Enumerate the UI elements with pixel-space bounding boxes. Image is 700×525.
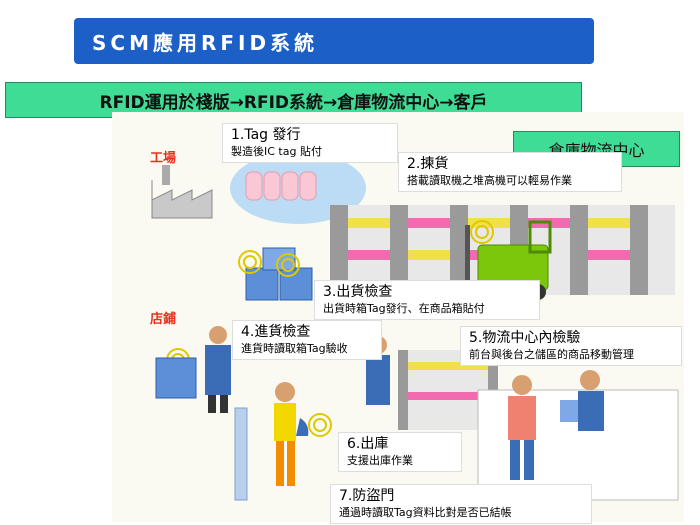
step-5-desc: 前台與後台之儲區的商品移動管理 — [469, 347, 634, 361]
inspection-counter — [477, 370, 679, 501]
tagged-products — [245, 171, 317, 201]
step-3-desc: 出貨時箱Tag發行、在商品箱貼付 — [323, 301, 485, 315]
factory-label: 工場 — [150, 151, 177, 166]
step-4-desc: 進貨時讀取箱Tag驗收 — [241, 341, 348, 355]
step-7-desc: 通過時讀取Tag資料比對是否已結帳 — [339, 505, 512, 519]
warehouse-staff-figure — [366, 336, 390, 405]
page-title: SCM應用RFID系統 — [74, 18, 594, 64]
shopper-figure — [274, 382, 309, 486]
step-1-title: 1.Tag 發行 — [231, 127, 301, 143]
step-3-caption: 3.出貨檢查 出貨時箱Tag發行、在商品箱貼付 — [314, 280, 540, 320]
step-1-caption: 1.Tag 發行 製造後IC tag 貼付 — [222, 123, 398, 163]
step-6-title: 6.出庫 — [347, 436, 389, 452]
anti-theft-gate — [234, 407, 248, 501]
shipping-boxes — [245, 247, 313, 301]
factory-icon — [151, 165, 213, 219]
store-label: 店鋪 — [150, 312, 177, 327]
step-2-title: 2.揀貨 — [407, 156, 449, 172]
step-2-caption: 2.揀貨 搭載讀取機之堆高機可以輕易作業 — [398, 152, 622, 192]
step-4-caption: 4.進貨檢查 進貨時讀取箱Tag驗收 — [232, 320, 382, 360]
step-5-title: 5.物流中心內檢驗 — [469, 330, 581, 346]
step-6-caption: 6.出庫 支援出庫作業 — [338, 432, 462, 472]
step-6-desc: 支援出庫作業 — [347, 453, 413, 467]
step-1-desc: 製造後IC tag 貼付 — [231, 144, 322, 158]
step-4-title: 4.進貨檢查 — [241, 324, 311, 340]
step-2-desc: 搭載讀取機之堆高機可以輕易作業 — [407, 173, 572, 187]
step-3-title: 3.出貨檢查 — [323, 284, 393, 300]
store-box — [155, 357, 197, 399]
store-clerk-figure — [205, 326, 231, 413]
step-7-title: 7.防盜門 — [339, 488, 395, 504]
step-7-caption: 7.防盜門 通過時讀取Tag資料比對是否已結帳 — [330, 484, 592, 524]
step-5-caption: 5.物流中心內檢驗 前台與後台之儲區的商品移動管理 — [460, 326, 682, 366]
